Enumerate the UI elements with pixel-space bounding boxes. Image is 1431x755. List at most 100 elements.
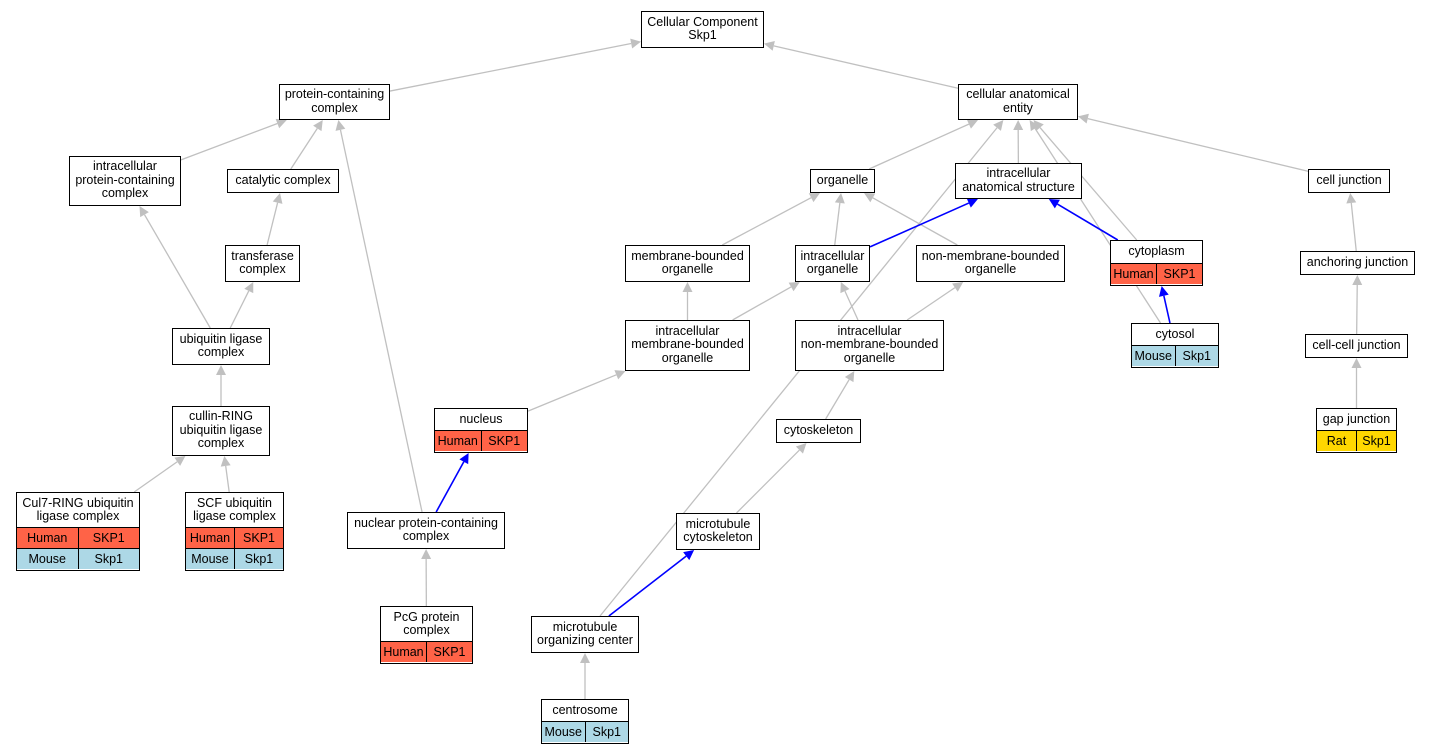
node-label: ubiquitin ligase complex	[179, 331, 263, 359]
edge-line	[732, 286, 792, 321]
node-microtubule-cytoskeleton[interactable]: microtubule cytoskeleton	[676, 513, 760, 550]
gene-cell: SKP1	[1156, 264, 1202, 284]
species-cell: Human	[383, 645, 424, 659]
edge-arrowhead	[244, 282, 254, 294]
node-label: cell-cell junction	[1312, 337, 1401, 352]
gene-cell: SKP1	[77, 528, 140, 548]
edge-arrowhead	[683, 550, 695, 561]
node-intracellular-organelle[interactable]: intracellular organelle	[795, 245, 870, 282]
node-cellular-anatomical-entity[interactable]: cellular anatomical entity	[958, 84, 1078, 120]
node-label: non-membrane-bounded organelle	[921, 248, 1060, 276]
node-label: cellular anatomical entity	[966, 87, 1070, 115]
node-non-membrane-bounded-organelle[interactable]: non-membrane-bounded organelle	[916, 245, 1065, 282]
node-nuclear-protein-containing-complex[interactable]: nuclear protein-containing complex	[347, 512, 505, 549]
species-cell: Mouse	[191, 552, 229, 566]
edge-line	[834, 202, 841, 246]
gene-cell: SKP1	[234, 528, 283, 548]
edge-arrowhead	[421, 549, 432, 560]
node-label: intracellular protein-containing complex	[75, 159, 175, 201]
edge-line	[229, 290, 250, 329]
edge-arrowhead	[764, 40, 775, 51]
node-label: intracellular membrane-bounded organelle	[631, 323, 744, 365]
edge-arrowhead	[459, 453, 469, 465]
node-label: microtubule organizing center	[537, 619, 633, 647]
node-label: cytoskeleton	[783, 422, 854, 437]
node-label: anchoring junction	[1306, 254, 1409, 269]
node-cell-cell-junction[interactable]: cell-cell junction	[1305, 334, 1408, 358]
edge-line	[389, 42, 632, 92]
node-intracellular-membrane-bounded-organelle[interactable]: intracellular membrane-bounded organelle	[625, 320, 750, 371]
edge-arrowhead	[630, 38, 641, 49]
edge-line	[1056, 203, 1119, 241]
node-label: cytoplasm	[1128, 244, 1185, 259]
edge-line	[773, 45, 959, 89]
node-catalytic-complex[interactable]: catalytic complex	[227, 169, 339, 193]
edge-arrowhead	[1352, 275, 1363, 286]
node-transferase-complex[interactable]: transferase complex	[225, 245, 300, 282]
node-label: SCF ubiquitin ligase complex	[193, 495, 276, 523]
node-intracellular-non-membrane-bounded-organelle[interactable]: intracellular non-membrane-bounded organ…	[795, 320, 944, 371]
edge-arrowhead	[1029, 120, 1040, 132]
node-anchoring-junction[interactable]: anchoring junction	[1300, 251, 1415, 275]
edge-line	[527, 374, 617, 412]
species-cell: Human	[1113, 267, 1154, 281]
node-label: catalytic complex	[235, 172, 331, 187]
node-label: cell junction	[1316, 172, 1382, 187]
node-label: gap junction	[1322, 411, 1391, 426]
edge-arrowhead	[808, 193, 820, 203]
node-label: microtubule cytoskeleton	[683, 516, 753, 544]
edge-arrowhead	[174, 456, 186, 466]
edge-arrowhead	[682, 282, 693, 292]
edge-arrowhead	[216, 365, 226, 375]
node-intracellular-anatomical-structure[interactable]: intracellular anatomical structure	[955, 163, 1082, 199]
node-cytoskeleton[interactable]: cytoskeleton	[776, 419, 861, 443]
edge-arrowhead	[993, 120, 1004, 131]
edge-arrowhead	[614, 370, 626, 380]
edge-arrowhead	[1048, 199, 1060, 209]
edge-arrowhead	[335, 120, 346, 131]
gene-cell: Skp1	[1356, 431, 1396, 451]
edge-line	[872, 197, 958, 246]
node-membrane-bounded-organelle[interactable]: membrane-bounded organelle	[625, 245, 750, 282]
edge-arrowhead	[788, 282, 800, 292]
node-organelle[interactable]: organelle	[810, 169, 875, 193]
node-ubiquitin-ligase-complex[interactable]: ubiquitin ligase complex	[172, 328, 270, 365]
edge-arrowhead	[220, 456, 231, 467]
species-row: Human SKP1	[17, 527, 139, 548]
species-cell: Mouse	[1134, 349, 1173, 363]
edge-line	[1350, 202, 1357, 252]
edge-arrowhead	[834, 193, 845, 204]
species-cell: Human	[27, 531, 68, 545]
edge-line	[1034, 128, 1162, 324]
edge-arrowhead	[840, 282, 850, 294]
edge-arrowhead	[580, 653, 590, 663]
node-protein-containing-complex[interactable]: protein-containing complex	[279, 84, 390, 120]
node-label: cullin-RING ubiquitin ligase complex	[179, 409, 263, 451]
edge-line	[844, 290, 859, 321]
node-cell-junction[interactable]: cell junction	[1308, 169, 1390, 193]
node-cullin-ring[interactable]: cullin-RING ubiquitin ligase complex	[172, 406, 270, 456]
species-cell: Human	[189, 531, 231, 545]
node-intracellular-protein-containing-complex[interactable]: intracellular protein-containing complex	[69, 156, 181, 206]
edge-line	[869, 202, 970, 248]
gene-cell: SKP1	[426, 642, 472, 662]
node-label: Cellular Component Skp1	[647, 14, 758, 42]
node-microtubule-organizing-center[interactable]: microtubule organizing center	[531, 616, 639, 653]
node-root[interactable]: Cellular Component Skp1	[641, 11, 764, 48]
edge-arrowhead	[795, 443, 807, 454]
edge-arrowhead	[1346, 193, 1357, 204]
node-label: cytosol	[1155, 326, 1195, 341]
